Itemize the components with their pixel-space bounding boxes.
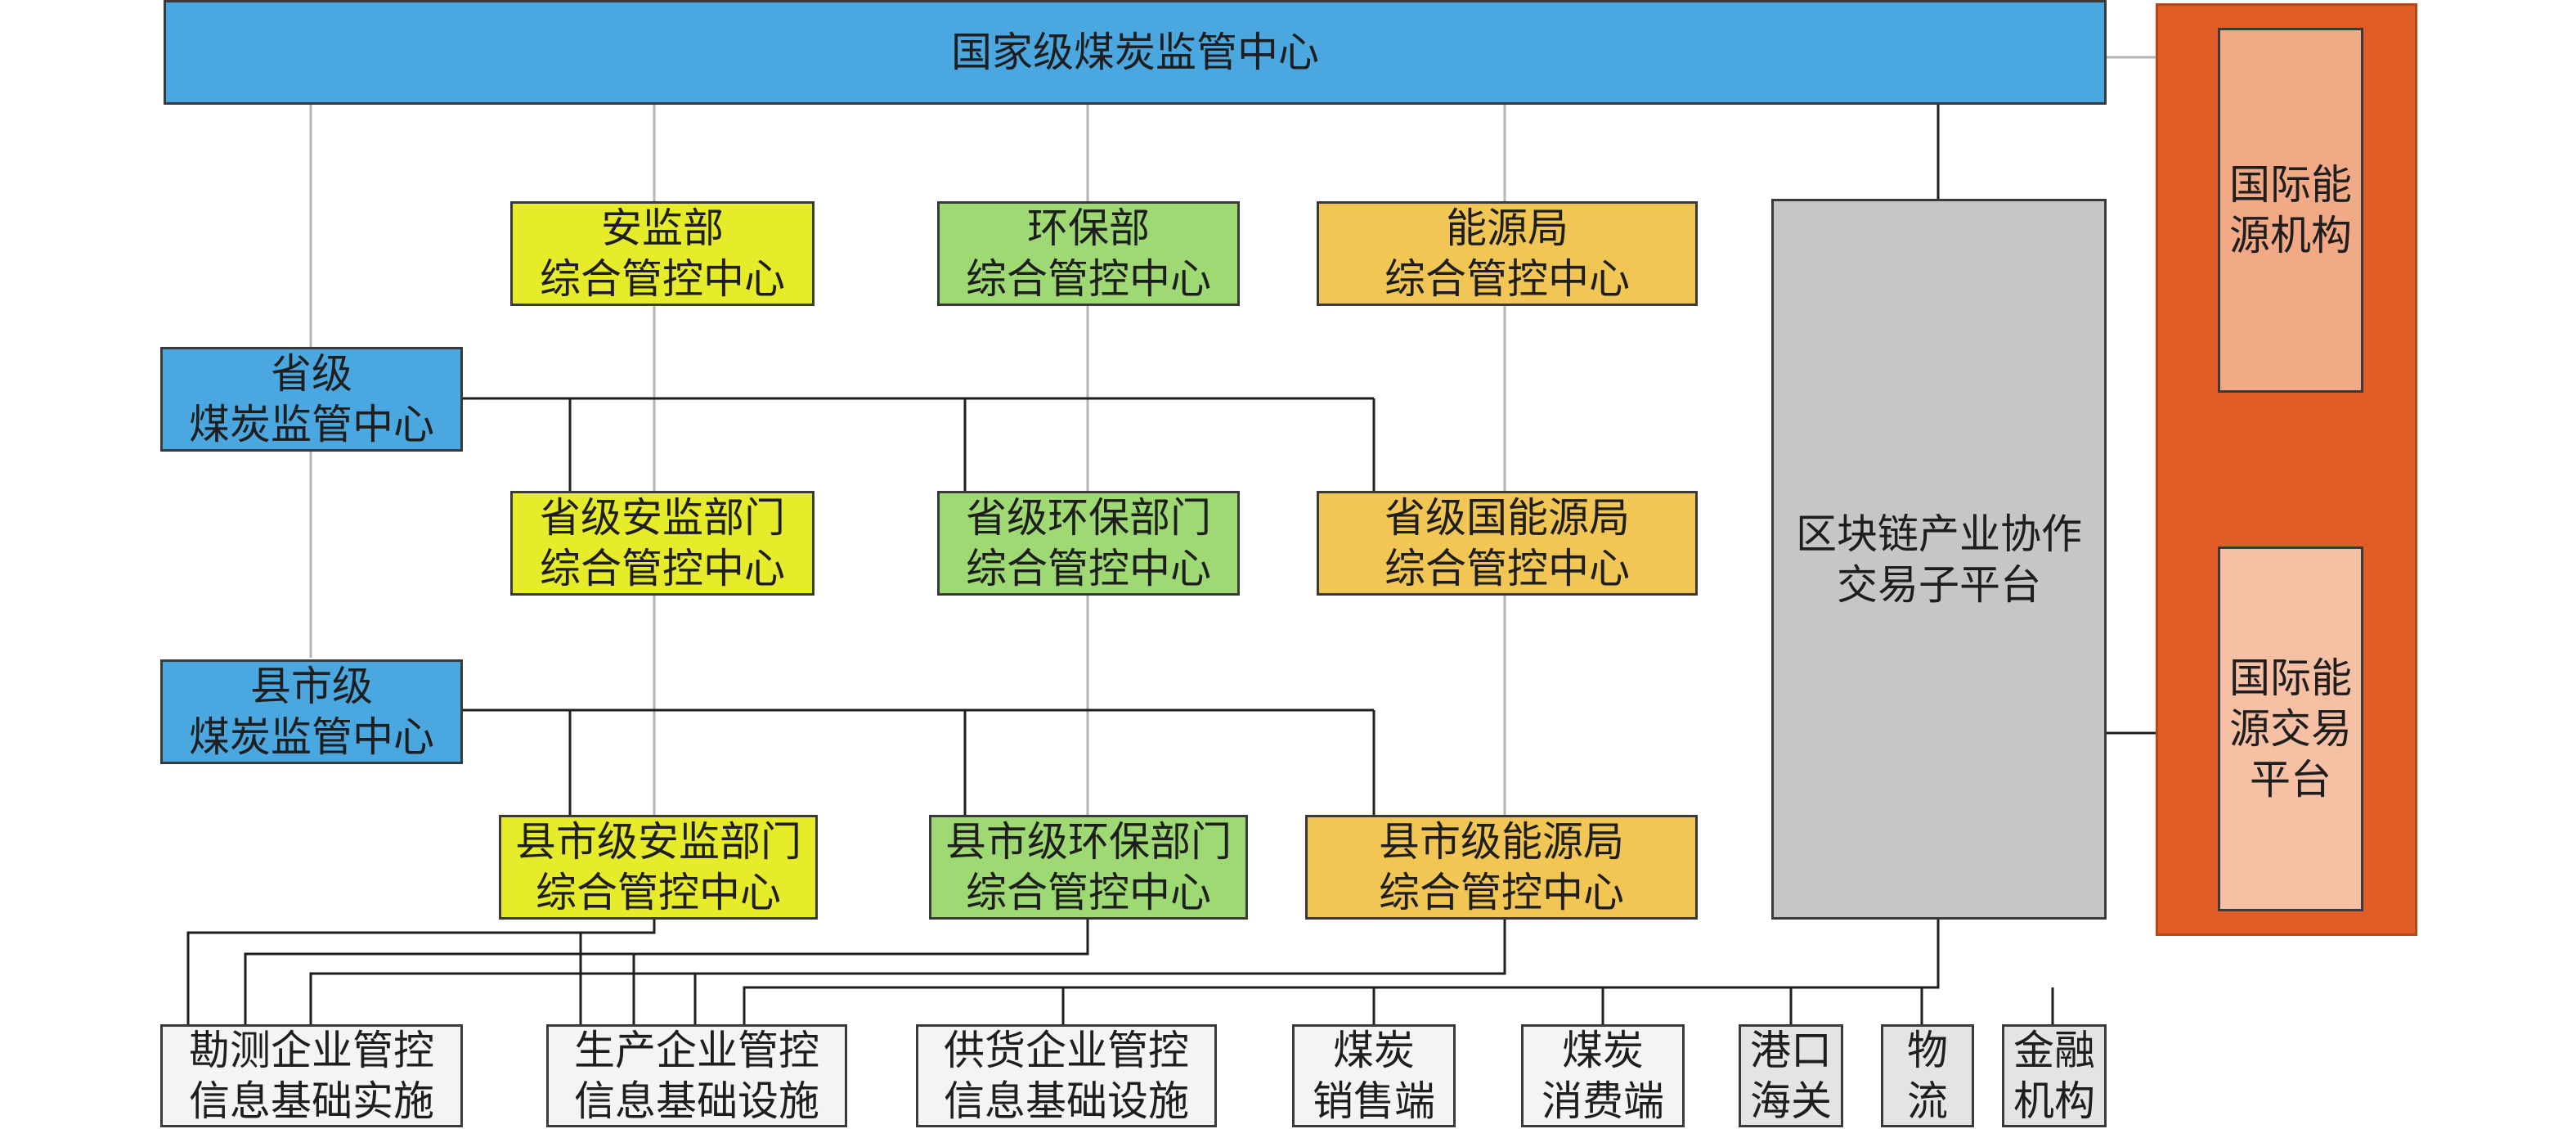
- county-environment-control-center-label: 县市级环保部门 综合管控中心: [945, 818, 1232, 916]
- safety-dept-control-center-label: 安监部 综合管控中心: [540, 205, 785, 303]
- supply-enterprise-infrastructure: 供货企业管控 信息基础设施: [916, 1024, 1217, 1127]
- county-safety-control-center-label: 县市级安监部门 综合管控中心: [515, 818, 801, 916]
- environment-to-enterprise-lines: [244, 920, 1089, 1024]
- international-energy-organization: 国际能 源机构: [2218, 28, 2363, 393]
- provincial-safety-control-center: 省级安监部门 综合管控中心: [510, 491, 815, 596]
- blockchain-collaboration-platform: 区块链产业协作 交易子平台: [1771, 199, 2107, 920]
- logistics: 物 流: [1881, 1024, 1974, 1127]
- logistics-label: 物 流: [1907, 1027, 1948, 1125]
- blockchain-to-enterprise-lines: [743, 920, 2054, 1024]
- safety-dept-control-center: 安监部 综合管控中心: [510, 201, 815, 306]
- environment-dept-control-center: 环保部 综合管控中心: [937, 201, 1240, 306]
- port-customs-label: 港口 海关: [1750, 1027, 1832, 1125]
- hierarchy-lines: [186, 105, 2218, 1024]
- supply-enterprise-infrastructure-label: 供货企业管控 信息基础设施: [944, 1027, 1189, 1125]
- county-coal-supervision-center-label: 县市级 煤炭监管中心: [189, 663, 434, 761]
- provincial-environment-control-center: 省级环保部门 综合管控中心: [937, 491, 1240, 596]
- provincial-branch-line: [463, 397, 1376, 491]
- coal-sales-end: 煤炭 销售端: [1292, 1024, 1456, 1127]
- exploration-enterprise-infrastructure: 勘测企业管控 信息基础实施: [160, 1024, 463, 1127]
- international-energy-trading-platform: 国际能 源交易 平台: [2218, 547, 2363, 911]
- county-safety-control-center: 县市级安监部门 综合管控中心: [499, 815, 818, 920]
- provincial-coal-supervision-center-label: 省级 煤炭监管中心: [189, 350, 434, 448]
- international-energy-trading-platform-label: 国际能 源交易 平台: [2229, 654, 2352, 803]
- coal-consumer-end: 煤炭 消费端: [1521, 1024, 1685, 1127]
- county-environment-control-center: 县市级环保部门 综合管控中心: [929, 815, 1248, 920]
- national-coal-supervision-center-label: 国家级煤炭监管中心: [951, 29, 1319, 76]
- national-coal-supervision-center: 国家级煤炭监管中心: [164, 0, 2107, 105]
- county-branch-line: [463, 708, 1376, 815]
- provincial-coal-supervision-center: 省级 煤炭监管中心: [160, 347, 463, 452]
- safety-to-enterprise-lines: [186, 920, 656, 1024]
- exploration-enterprise-infrastructure-label: 勘测企业管控 信息基础实施: [189, 1027, 434, 1125]
- environment-dept-control-center-label: 环保部 综合管控中心: [966, 205, 1211, 303]
- county-energy-control-center-label: 县市级能源局 综合管控中心: [1379, 818, 1624, 916]
- energy-to-enterprise-lines: [309, 920, 1506, 1024]
- coal-sales-end-label: 煤炭 销售端: [1313, 1027, 1435, 1125]
- financial-institution: 金融 机构: [2002, 1024, 2107, 1127]
- production-enterprise-infrastructure: 生产企业管控 信息基础设施: [546, 1024, 847, 1127]
- provincial-safety-control-center-label: 省级安监部门 综合管控中心: [540, 494, 785, 592]
- county-energy-control-center: 县市级能源局 综合管控中心: [1305, 815, 1698, 920]
- energy-bureau-control-center-label: 能源局 综合管控中心: [1384, 205, 1630, 303]
- financial-institution-label: 金融 机构: [2013, 1027, 2095, 1125]
- international-energy-organization-label: 国际能 源机构: [2229, 161, 2352, 259]
- production-enterprise-infrastructure-label: 生产企业管控 信息基础设施: [574, 1027, 819, 1125]
- county-coal-supervision-center: 县市级 煤炭监管中心: [160, 659, 463, 764]
- coal-consumer-end-label: 煤炭 消费端: [1542, 1027, 1664, 1125]
- blockchain-collaboration-platform-label: 区块链产业协作 交易子平台: [1796, 510, 2082, 609]
- provincial-energy-control-center-label: 省级国能源局 综合管控中心: [1384, 494, 1630, 592]
- provincial-environment-control-center-label: 省级环保部门 综合管控中心: [966, 494, 1211, 592]
- provincial-energy-control-center: 省级国能源局 综合管控中心: [1317, 491, 1698, 596]
- port-customs: 港口 海关: [1739, 1024, 1843, 1127]
- energy-bureau-control-center: 能源局 综合管控中心: [1317, 201, 1698, 306]
